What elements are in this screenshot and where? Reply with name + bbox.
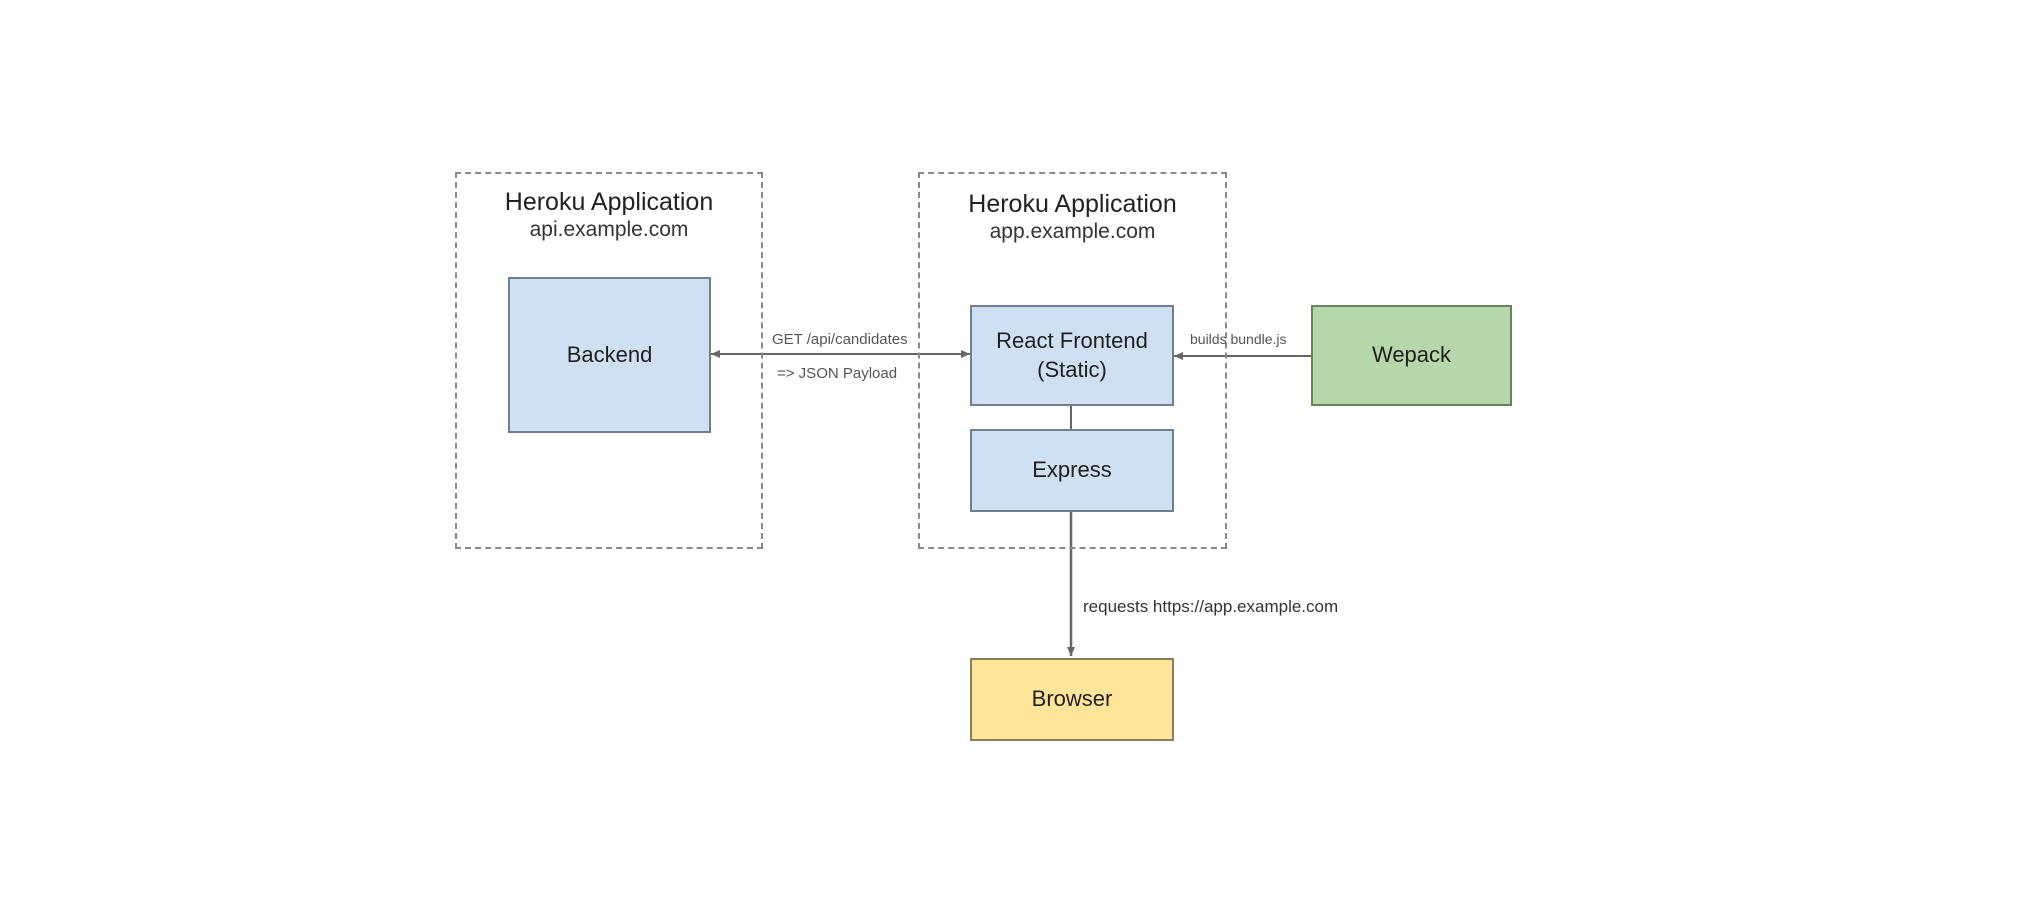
backend-node: Backend	[508, 277, 711, 433]
api-response-label: => JSON Payload	[777, 365, 898, 382]
api-container-title: Heroku Application	[504, 188, 714, 216]
browser-request-label: requests https://app.example.com	[1083, 597, 1339, 616]
express-label: Express	[1032, 457, 1112, 483]
react-frontend-label: React Frontend	[996, 327, 1148, 353]
express-node: Express	[970, 429, 1174, 512]
api-heroku-container: Heroku Application api.example.com	[455, 172, 763, 549]
wepack-node: Wepack	[1311, 305, 1512, 406]
build-label: builds bundle.js	[1190, 331, 1287, 347]
browser-label: Browser	[1031, 686, 1113, 712]
api-request-label: GET /api/candidates	[772, 331, 908, 348]
api-container-subtitle: api.example.com	[529, 218, 689, 241]
browser-node: Browser	[970, 658, 1174, 741]
react-frontend-node: React Frontend (Static)	[970, 305, 1174, 406]
app-container-title: Heroku Application	[968, 190, 1177, 218]
react-frontend-sublabel: (Static)	[1037, 356, 1107, 382]
wepack-label: Wepack	[1371, 342, 1452, 368]
app-heroku-container: Heroku Application app.example.com	[918, 172, 1227, 549]
app-container-subtitle: app.example.com	[989, 220, 1156, 243]
backend-label: Backend	[566, 341, 653, 367]
